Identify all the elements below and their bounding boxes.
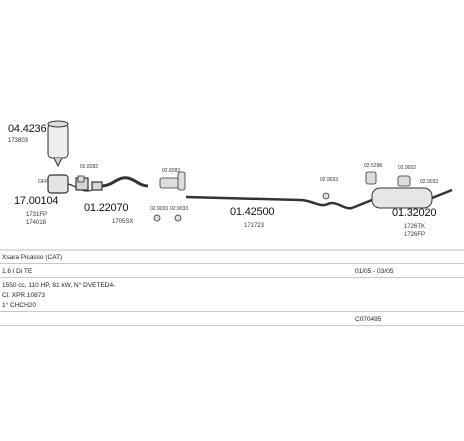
info-row-engine: 1.6 i Di TE 01/05 - 03/05: [0, 266, 464, 276]
part-ref: 1731FP: [26, 212, 48, 218]
middle-pipe-part: [185, 195, 353, 210]
small-part-ref: 02.9022: [398, 165, 417, 171]
row-divider: [0, 311, 464, 312]
vehicle-spec: 1550 cc, 110 HP, 81 kW, N° DVETED4-: [2, 282, 116, 289]
part-number: 17.00104: [14, 195, 59, 207]
vehicle-dates: 01/05 - 03/05: [355, 268, 394, 275]
part-ref: 1726TK: [404, 224, 426, 230]
part-ref: 1726FP: [404, 232, 426, 238]
info-row-note1: Cl. XPR.10873: [0, 290, 464, 300]
catalyst-part: [47, 120, 69, 168]
rear-silencer-part: [351, 187, 453, 210]
vehicle-note: Cl. XPR.10873: [2, 292, 45, 299]
part-number: 04.4236: [8, 123, 47, 135]
vehicle-note: 1° CHCH20: [2, 302, 37, 309]
small-part-ref: 02.9033: [320, 177, 339, 183]
vehicle-model: Xsara Picasso (CAT): [2, 254, 63, 261]
info-row-note2: 1° CHCH20: [0, 300, 464, 310]
part-number: 01.22070: [84, 202, 129, 214]
part-number: 01.32020: [392, 207, 437, 219]
small-part-ref: 02.9033: [420, 179, 439, 185]
catalog-number: C070495: [355, 316, 382, 323]
info-row-spec: 1550 cc, 110 HP, 81 kW, N° DVETED4-: [0, 280, 464, 290]
small-part-ref: 02.9033: [150, 206, 169, 212]
part-ref: 1705SX: [112, 219, 134, 225]
part-tag: OFF: [38, 179, 48, 185]
info-row-catalog: C070495: [0, 314, 464, 324]
vehicle-engine: 1.6 i Di TE: [2, 268, 33, 275]
part-ref: 173803: [8, 138, 29, 144]
small-part-ref: 02.9033: [170, 206, 189, 212]
row-divider: [0, 325, 464, 326]
row-divider: [0, 263, 464, 264]
part-ref: 174018: [26, 220, 47, 226]
small-part-ref: 02.8282: [80, 164, 99, 170]
small-part-ref: 02.5298: [364, 163, 383, 169]
part-number: 01.42500: [230, 206, 275, 218]
info-row-model: Xsara Picasso (CAT): [0, 252, 464, 262]
row-divider: [0, 277, 464, 278]
mount-rubber-parts: [77, 171, 411, 222]
front-pipe-part: [47, 174, 149, 194]
small-part-ref: 02.8283: [162, 168, 181, 174]
part-ref: 171723: [244, 223, 265, 229]
